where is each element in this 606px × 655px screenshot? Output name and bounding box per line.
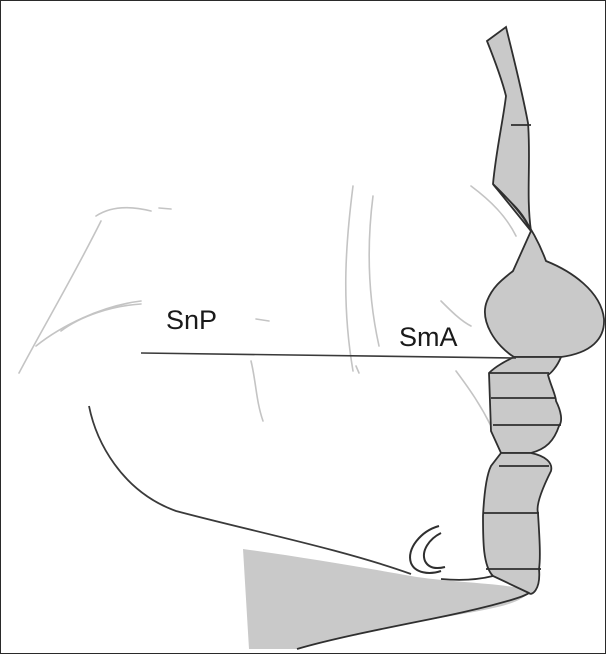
nose-tip [485, 184, 604, 357]
faint-contours [19, 186, 516, 441]
jaw-outline [89, 406, 411, 574]
reference-line [141, 353, 516, 358]
upper-lip [489, 357, 561, 453]
sma-label: SmA [399, 324, 458, 351]
lower-lip-chin [483, 453, 551, 594]
snp-label: SnP [166, 307, 217, 334]
incisor-curve-inner [424, 533, 445, 568]
